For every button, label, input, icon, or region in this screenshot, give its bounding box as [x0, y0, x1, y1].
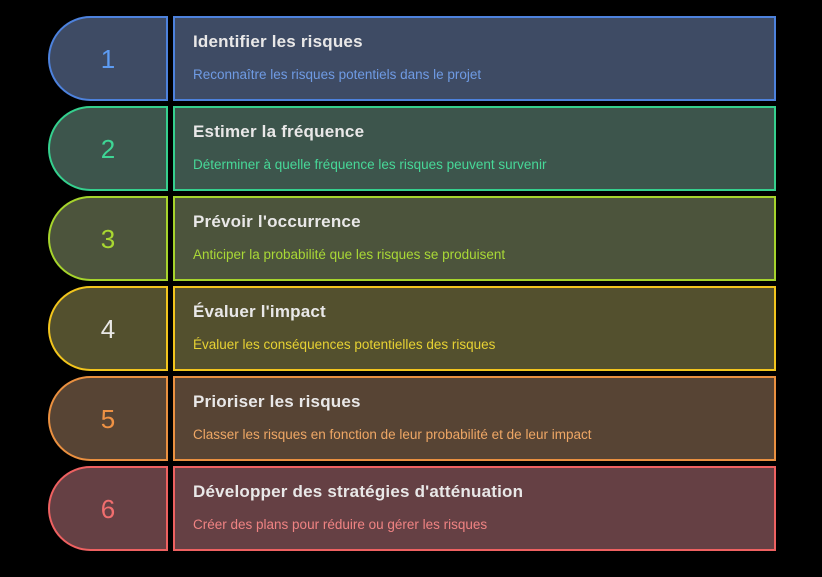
step-card: Développer des stratégies d'atténuation …	[173, 466, 776, 551]
step-description: Reconnaître les risques potentiels dans …	[193, 67, 482, 82]
step-card: Prioriser les risques Classer les risque…	[173, 376, 776, 461]
step-title: Développer des stratégies d'atténuation	[193, 482, 524, 501]
step-description: Déterminer à quelle fréquence les risque…	[193, 157, 547, 172]
step-card: Estimer la fréquence Déterminer à quelle…	[173, 106, 776, 191]
step-title: Prévoir l'occurrence	[193, 212, 361, 231]
step-description: Classer les risques en fonction de leur …	[193, 427, 592, 442]
step-row: 6 Développer des stratégies d'atténuatio…	[48, 466, 822, 551]
step-number-badge: 3	[48, 196, 168, 281]
step-card: Évaluer l'impact Évaluer les conséquence…	[173, 286, 776, 371]
step-number: 1	[100, 43, 116, 74]
step-row: 3 Prévoir l'occurrence Anticiper la prob…	[48, 196, 822, 281]
step-title: Prioriser les risques	[193, 392, 361, 411]
step-number-badge: 4	[48, 286, 168, 371]
step-row: 2 Estimer la fréquence Déterminer à quel…	[48, 106, 822, 191]
step-number-badge: 1	[48, 16, 168, 101]
step-number-badge: 6	[48, 466, 168, 551]
step-description: Créer des plans pour réduire ou gérer le…	[193, 517, 488, 532]
step-number: 3	[100, 223, 116, 254]
step-description: Évaluer les conséquences potentielles de…	[193, 337, 496, 352]
step-card: Identifier les risques Reconnaître les r…	[173, 16, 776, 101]
step-card: Prévoir l'occurrence Anticiper la probab…	[173, 196, 776, 281]
step-number: 5	[100, 403, 116, 434]
step-number-badge: 2	[48, 106, 168, 191]
step-title: Estimer la fréquence	[193, 122, 365, 141]
step-description: Anticiper la probabilité que les risques…	[193, 247, 506, 262]
step-number: 2	[100, 133, 116, 164]
step-number: 4	[100, 313, 116, 344]
step-number-badge: 5	[48, 376, 168, 461]
step-row: 5 Prioriser les risques Classer les risq…	[48, 376, 822, 461]
step-title: Identifier les risques	[193, 32, 363, 51]
step-row: 1 Identifier les risques Reconnaître les…	[48, 16, 822, 101]
step-row: 4 Évaluer l'impact Évaluer les conséquen…	[48, 286, 822, 371]
step-title: Évaluer l'impact	[193, 302, 326, 321]
step-number: 6	[100, 493, 116, 524]
